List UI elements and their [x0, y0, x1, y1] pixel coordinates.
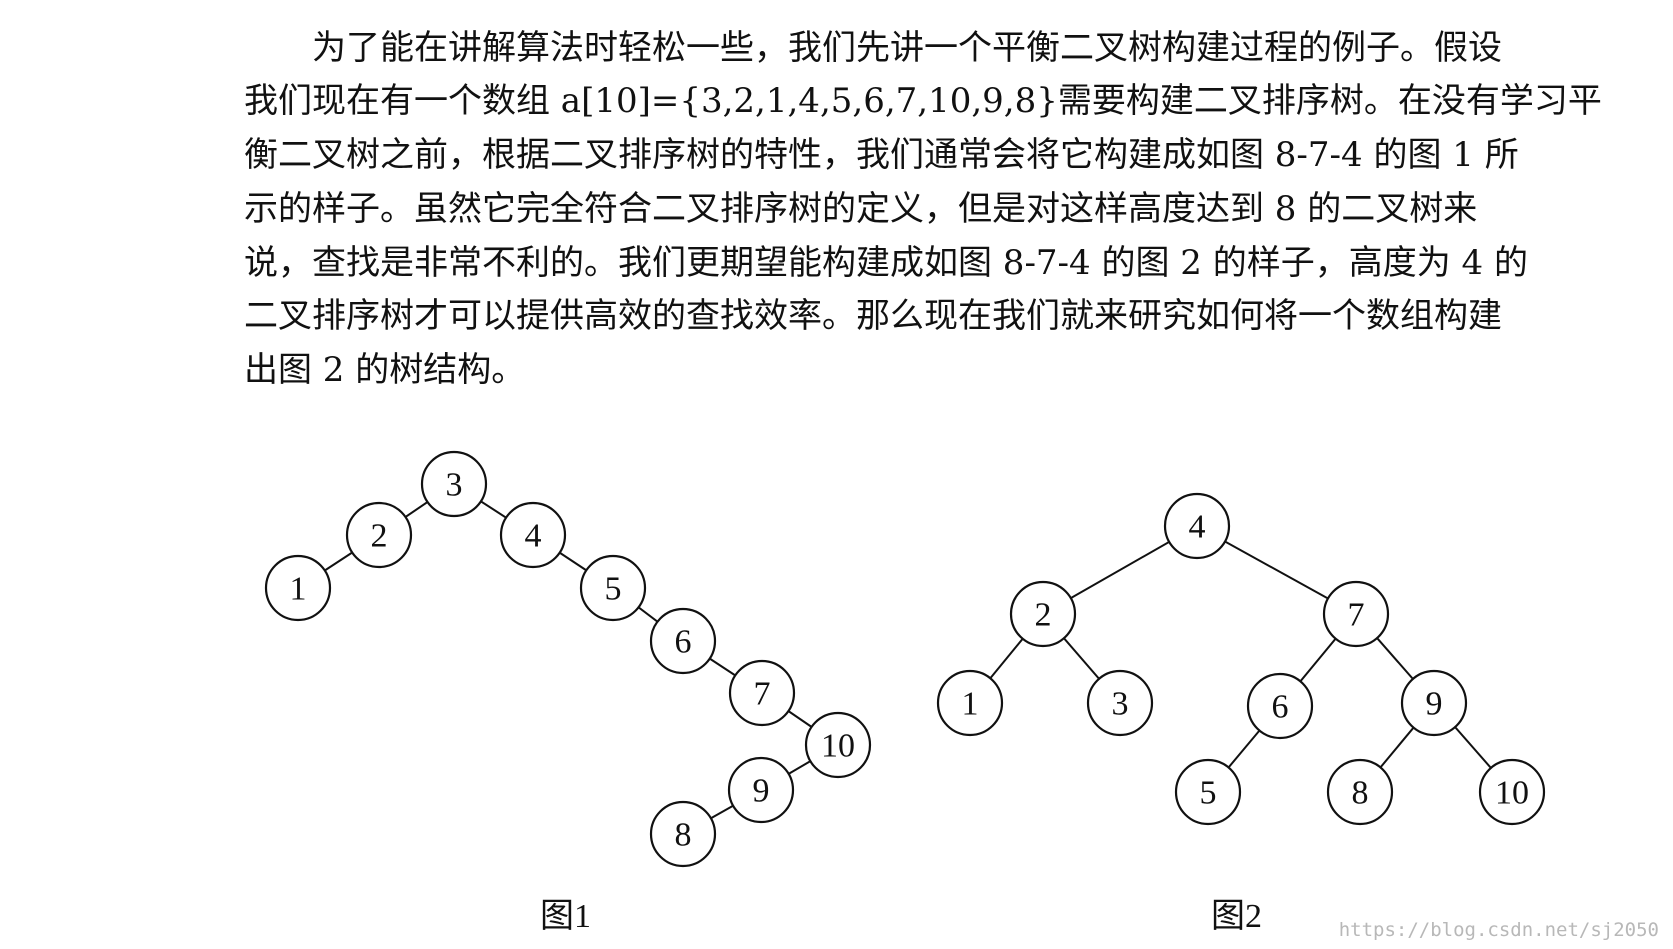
figure2-node-7: 7 [1322, 580, 1390, 648]
figure2-node-1: 1 [936, 669, 1004, 737]
figure1-node-circle-4 [499, 501, 567, 569]
paragraph-line-4: 示的样子。虽然它完全符合二叉排序树的定义，但是对这样高度达到 8 的二叉树来 [244, 189, 1478, 229]
figure2-node-label-5: 5 [1200, 775, 1217, 812]
paragraph-line-6: 二叉排序树才可以提供高效的查找效率。那么现在我们就来研究如何将一个数组构建 [244, 296, 1502, 336]
watermark: https://blog.csdn.net/sj2050 [1338, 919, 1659, 941]
figure1-node-circle-8 [649, 800, 717, 868]
figure1-node-label-8: 8 [675, 817, 692, 854]
figure1-node-7: 7 [728, 659, 796, 727]
figure1-node-circle-10 [804, 711, 872, 779]
figure2-node-6: 6 [1246, 672, 1314, 740]
figure2-node-9: 9 [1400, 669, 1468, 737]
figure1-node-4: 4 [499, 501, 567, 569]
figure2-tree: 4 2 7 1 3 6 9 5 8 10 [936, 492, 1546, 826]
figure2-node-circle-8 [1326, 758, 1394, 826]
figure2-node-label-9: 9 [1426, 686, 1443, 723]
figure2-node-label-6: 6 [1272, 689, 1289, 726]
figure1-node-label-7: 7 [754, 676, 771, 713]
figure1-node-3: 3 [420, 450, 488, 518]
figure2-node-circle-4 [1163, 492, 1231, 560]
figure2-node-circle-10 [1478, 758, 1546, 826]
figure1-tree: 3 2 1 4 5 6 7 10 9 8 [264, 450, 872, 868]
figure1-node-label-10: 10 [821, 728, 855, 765]
paragraph-line-7: 出图 2 的树结构。 [244, 350, 526, 390]
figure1-node-circle-3 [420, 450, 488, 518]
figure1-node-label-9: 9 [753, 773, 770, 810]
paragraph-line-5: 说，查找是非常不利的。我们更期望能构建成如图 8-7-4 的图 2 的样子，高度… [244, 243, 1528, 283]
figure1-node-label-1: 1 [290, 571, 307, 608]
figure2-node-10: 10 [1478, 758, 1546, 826]
figure2-node-4: 4 [1163, 492, 1231, 560]
figure2-node-label-8: 8 [1352, 775, 1369, 812]
figure2-node-circle-2 [1009, 580, 1077, 648]
figure1-node-1: 1 [264, 554, 332, 622]
figure1-node-circle-7 [728, 659, 796, 727]
figure2-node-label-4: 4 [1189, 509, 1206, 546]
figure2-node-3: 3 [1086, 669, 1154, 737]
figure1-node-9: 9 [727, 756, 795, 824]
figure1-node-circle-9 [727, 756, 795, 824]
figure1-node-label-6: 6 [675, 624, 692, 661]
figure2-node-circle-5 [1174, 758, 1242, 826]
figure1-node-circle-6 [649, 607, 717, 675]
figure2-node-circle-3 [1086, 669, 1154, 737]
figure2-node-circle-7 [1322, 580, 1390, 648]
paragraph-line-1: 为了能在讲解算法时轻松一些，我们先讲一个平衡二叉树构建过程的例子。假设 [244, 28, 1502, 68]
paragraph-line-2: 我们现在有一个数组 a[10]={3,2,1,4,5,6,7,10,9,8}需要… [244, 81, 1602, 121]
figure1-caption: 图1 [540, 898, 591, 935]
paragraph-line-3: 衡二叉树之前，根据二叉排序树的特性，我们通常会将它构建成如图 8-7-4 的图 … [244, 135, 1519, 175]
figure2-node-2: 2 [1009, 580, 1077, 648]
figure1-node-2: 2 [345, 501, 413, 569]
figure2-caption: 图2 [1211, 898, 1262, 935]
figure1-node-label-2: 2 [371, 518, 388, 555]
figure2-node-circle-9 [1400, 669, 1468, 737]
figure1-node-6: 6 [649, 607, 717, 675]
figure2-node-5: 5 [1174, 758, 1242, 826]
figure1-node-label-5: 5 [605, 571, 622, 608]
figure2-node-label-10: 10 [1495, 775, 1529, 812]
figure2-node-label-2: 2 [1035, 597, 1052, 634]
figure1-node-8: 8 [649, 800, 717, 868]
figure1-node-circle-5 [579, 554, 647, 622]
figure1-node-10: 10 [804, 711, 872, 779]
figure1-node-label-4: 4 [525, 518, 542, 555]
figure2-node-8: 8 [1326, 758, 1394, 826]
figure1-node-5: 5 [579, 554, 647, 622]
figure1-node-circle-2 [345, 501, 413, 569]
figure2-node-label-7: 7 [1348, 597, 1365, 634]
figure2-node-circle-6 [1246, 672, 1314, 740]
figure1-node-circle-1 [264, 554, 332, 622]
figure2-node-label-1: 1 [962, 686, 979, 723]
figure2-node-label-3: 3 [1112, 686, 1129, 723]
figure2-node-circle-1 [936, 669, 1004, 737]
figure1-node-label-3: 3 [446, 467, 463, 504]
